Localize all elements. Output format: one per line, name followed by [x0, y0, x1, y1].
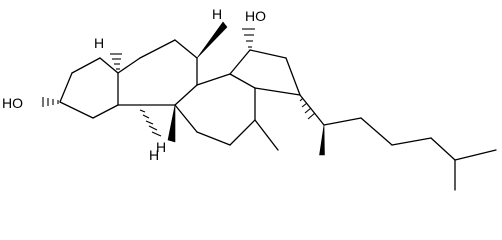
h-label-c5: H	[94, 35, 104, 51]
c21-methyl-wedge	[319, 124, 325, 156]
c17-side-chain-hash-bond	[299, 97, 316, 120]
ring-c-bonds	[174, 73, 256, 146]
h-label-c9: H	[156, 139, 166, 155]
methyl-bonds	[254, 119, 325, 156]
ring-d-bonds	[229, 49, 301, 96]
c9-h-hash-bond	[139, 109, 162, 137]
c8-h-wedge-bond	[196, 21, 228, 59]
h-label-c8: H	[212, 6, 222, 22]
oh-label-c3: HO	[2, 95, 23, 111]
ring-b-bonds	[117, 39, 198, 106]
h-label-c14: H	[149, 147, 159, 163]
c3-oh-hash-bond	[42, 97, 59, 107]
ring-a-bonds	[59, 57, 119, 119]
side-chain-bonds	[299, 94, 497, 191]
c14-h-wedge-bond	[167, 104, 176, 143]
c5-h-hash-bond	[110, 53, 122, 70]
c15-oh-hash-bond	[242, 28, 255, 48]
steroid-structure-diagram: HO HO H H H H	[2, 6, 497, 191]
oh-label-c15: HO	[245, 8, 266, 24]
